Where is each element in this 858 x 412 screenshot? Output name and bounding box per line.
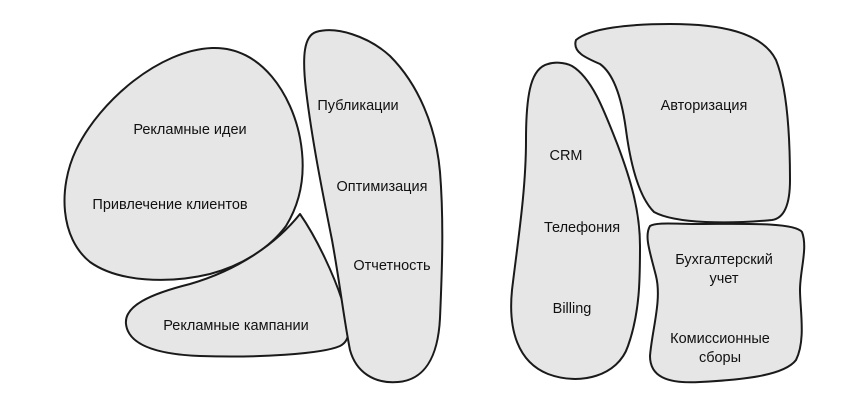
region-telecom: CRM Телефония Billing bbox=[510, 61, 641, 380]
label-accounting-line1: Бухгалтерский bbox=[675, 252, 773, 268]
label-client-acquisition: Привлечение клиентов bbox=[92, 197, 247, 213]
label-billing: Billing bbox=[553, 301, 592, 317]
label-fees-line2: сборы bbox=[699, 350, 741, 366]
region-campaigns: Рекламные кампании bbox=[124, 213, 350, 358]
label-crm: CRM bbox=[549, 148, 582, 164]
label-fees-line1: Комиссионные bbox=[670, 331, 770, 347]
label-authorization: Авторизация bbox=[661, 98, 748, 114]
region-marketing: Рекламные идеи Привлечение клиентов bbox=[63, 46, 304, 281]
region-auth-shape bbox=[574, 23, 791, 224]
region-marketing-shape bbox=[63, 46, 304, 281]
label-reporting: Отчетность bbox=[353, 258, 430, 274]
label-optimization: Оптимизация bbox=[337, 179, 428, 195]
region-publishing: Публикации Оптимизация Отчетность bbox=[303, 29, 444, 384]
label-accounting-line2: учет bbox=[709, 271, 738, 287]
label-advertising-campaigns: Рекламные кампании bbox=[163, 318, 308, 334]
region-telecom-shape bbox=[510, 61, 641, 380]
label-advertising-ideas: Рекламные идеи bbox=[133, 122, 246, 138]
region-publishing-shape bbox=[303, 29, 444, 384]
label-publications: Публикации bbox=[317, 98, 398, 114]
region-finance-shape bbox=[646, 222, 806, 384]
region-finance: Бухгалтерский учет Комиссионные сборы bbox=[646, 222, 806, 384]
region-auth: Авторизация bbox=[574, 23, 791, 224]
label-telephony: Телефония bbox=[544, 220, 620, 236]
